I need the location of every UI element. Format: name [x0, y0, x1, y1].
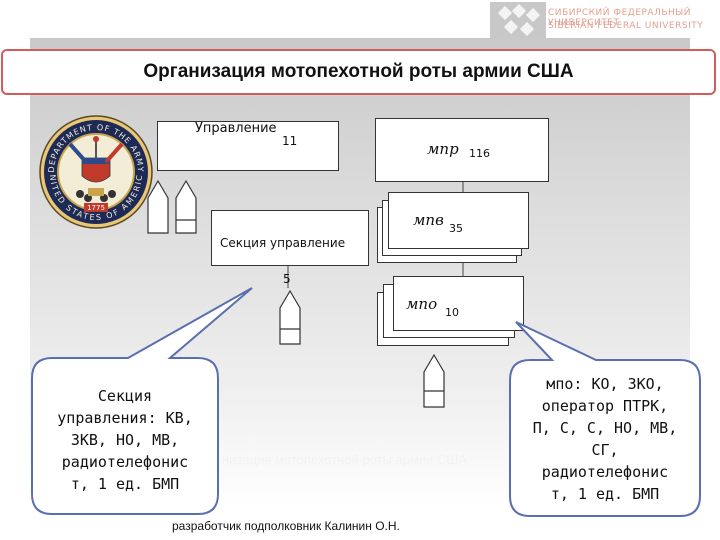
- right-callout-line: СГ,: [591, 441, 619, 459]
- mpr-box: [375, 118, 549, 182]
- university-logo: СИБИРСКИЙ ФЕДЕРАЛЬНЫЙ УНИВЕРСИТЕТ SIBERI…: [490, 2, 715, 38]
- seal-year: 1775: [87, 204, 105, 212]
- left-callout-line: Секция: [97, 387, 153, 405]
- author-footer: разработчик подполковник Калинин О.Н.: [172, 519, 400, 533]
- logo-line-2: SIBERIAN FEDERAL UNIVERSITY: [548, 21, 704, 31]
- watermark-text: низация мотопехотной роты армии США: [222, 452, 468, 467]
- mpv-count: 35: [449, 222, 463, 235]
- right-callout-line: радиотелефонис: [541, 463, 669, 481]
- mpo-box: [393, 276, 524, 331]
- bmp-symbol-icon: [279, 289, 301, 345]
- upravlenie-count: 11: [282, 134, 298, 148]
- sektsiya-label: Секция управление: [220, 236, 346, 250]
- left-callout-bubble: [31, 287, 253, 515]
- upravlenie-label: Управление: [195, 121, 277, 136]
- slide-title-text: Организация мотопехотной роты армии США: [143, 61, 574, 82]
- right-callout-line: мпо: КО, ЗКО,: [546, 375, 664, 393]
- mpo-label: мпо: [406, 295, 438, 313]
- left-callout-line: радиотелефонис: [61, 453, 189, 471]
- right-callout-bubble: [509, 321, 701, 517]
- mpr-count: 116: [469, 147, 490, 160]
- sektsiya-count: 5: [283, 272, 291, 286]
- mpv-label: мпв: [413, 211, 444, 229]
- mpo-count: 10: [445, 306, 459, 319]
- right-callout-line: оператор ПТРК,: [541, 397, 669, 415]
- mpr-label: мпр: [427, 140, 459, 158]
- left-callout-line: управления: КВ,: [57, 409, 193, 427]
- army-seal-icon: DEPARTMENT OF THE ARMY UNITED STATES OF …: [38, 114, 153, 229]
- upravlenie-box: [157, 121, 339, 171]
- right-callout-line: П, С, С, НО, МВ,: [532, 419, 678, 437]
- right-callout-text: мпо: КО, ЗКО, оператор ПТРК, П, С, С, НО…: [512, 373, 698, 505]
- mpv-box: [388, 192, 529, 249]
- logo-line-1: СИБИРСКИЙ ФЕДЕРАЛЬНЫЙ УНИВЕРСИТЕТ: [548, 8, 691, 28]
- right-callout-line: т, 1 ед. БМП: [550, 485, 660, 503]
- logo-tile-icon: [490, 2, 546, 38]
- left-callout-line: т, 1 ед. БМП: [70, 475, 180, 493]
- bmp-symbol-icon: [147, 179, 169, 234]
- left-callout-line: ЗКВ, НО, МВ,: [70, 431, 180, 449]
- slide-title: Организация мотопехотной роты армии США: [1, 49, 716, 95]
- bmp-symbol-icon: [423, 353, 445, 408]
- left-callout-text: Секция управления: КВ, ЗКВ, НО, МВ, ради…: [34, 385, 216, 495]
- bmp-symbol-icon: [175, 179, 197, 234]
- sektsiya-box: [211, 210, 369, 266]
